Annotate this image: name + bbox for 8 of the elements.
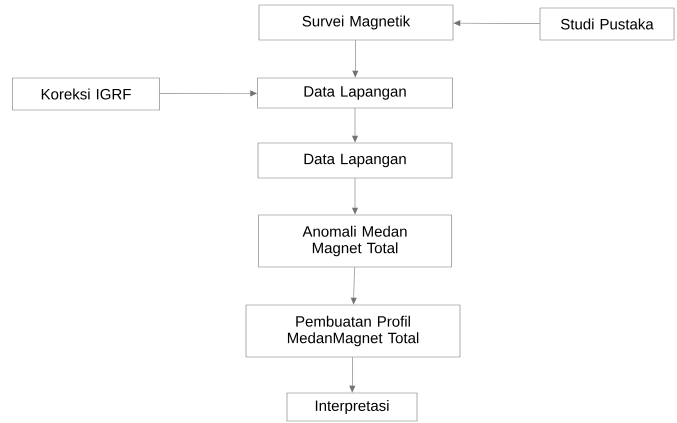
- process-box: Koreksi IGRF: [12, 78, 160, 110]
- process-box: Anomali Medan Magnet Total: [258, 214, 452, 268]
- process-box: Data Lapangan: [257, 78, 453, 108]
- process-box: Interpretasi: [286, 392, 418, 422]
- process-box: Studi Pustaka: [540, 8, 674, 40]
- process-box: Survei Magnetik: [258, 4, 454, 40]
- process-box: Data Lapangan: [258, 142, 452, 178]
- process-box: Pembuatan Profil MedanMagnet Total: [246, 304, 460, 358]
